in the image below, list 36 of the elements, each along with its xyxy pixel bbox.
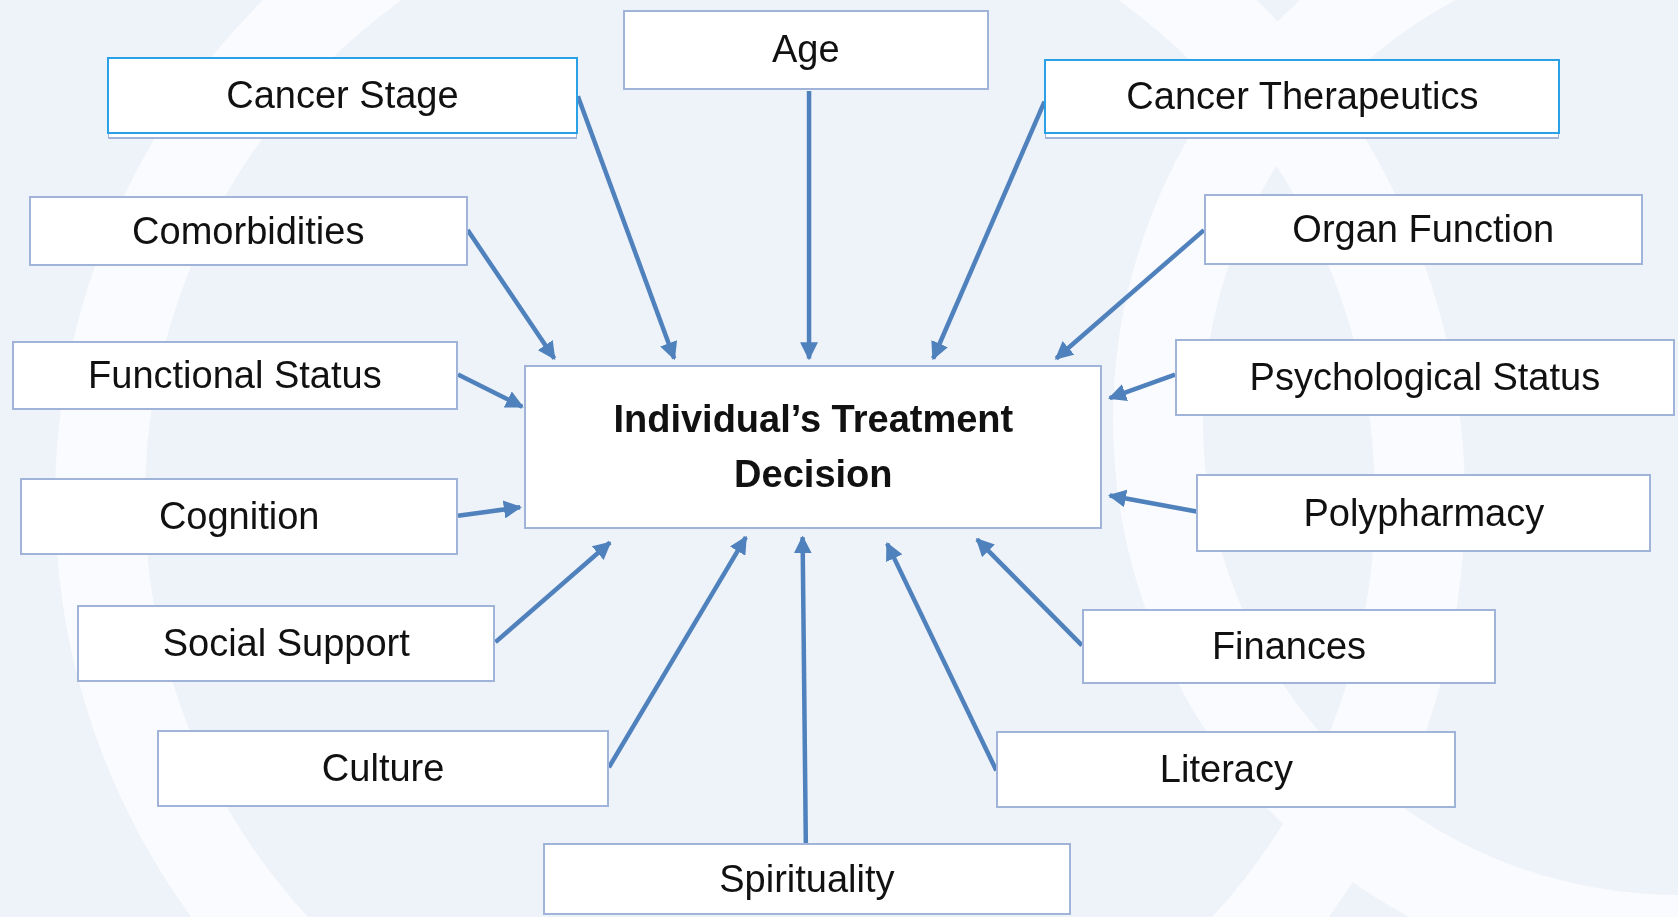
factor-box bbox=[77, 604, 496, 682]
arrow bbox=[793, 535, 812, 844]
arrow bbox=[457, 372, 524, 409]
factor-box bbox=[542, 843, 1072, 915]
decision-box bbox=[524, 364, 1103, 529]
factor-box bbox=[157, 729, 609, 807]
factor-label: Cancer Therapeutics bbox=[1126, 73, 1479, 119]
factor-box bbox=[622, 9, 989, 90]
arrow bbox=[607, 535, 748, 769]
factor-box bbox=[20, 478, 458, 556]
factor-label: Age bbox=[772, 27, 840, 73]
factor-label: Cognition bbox=[158, 494, 320, 540]
arrow bbox=[494, 540, 612, 644]
decision-label: Individual’s Treatment Decision bbox=[612, 396, 1015, 497]
factor-label: Social Support bbox=[162, 620, 410, 666]
factor-label: Functional Status bbox=[88, 353, 382, 399]
factor-label: Cancer Stage bbox=[226, 72, 459, 118]
factor-box bbox=[1203, 193, 1643, 266]
factor-box bbox=[1196, 474, 1652, 553]
arrow bbox=[457, 500, 522, 519]
factor-label: Psychological Status bbox=[1249, 355, 1601, 401]
factor-box bbox=[11, 341, 458, 410]
factor-label: Comorbidities bbox=[132, 208, 365, 254]
factor-label: Culture bbox=[321, 745, 445, 791]
factor-box bbox=[996, 730, 1457, 808]
factor-label: Finances bbox=[1211, 623, 1367, 669]
factor-label: Organ Function bbox=[1292, 207, 1555, 252]
factor-box bbox=[1081, 608, 1497, 684]
factor-box bbox=[1175, 339, 1675, 417]
arrow bbox=[800, 90, 819, 361]
factor-label: Spirituality bbox=[719, 856, 895, 902]
arrow bbox=[1108, 372, 1176, 402]
factor-box bbox=[28, 195, 468, 267]
arrow bbox=[1108, 489, 1197, 514]
factor-label: Polypharmacy bbox=[1303, 490, 1545, 536]
factor-label: Literacy bbox=[1159, 746, 1293, 792]
